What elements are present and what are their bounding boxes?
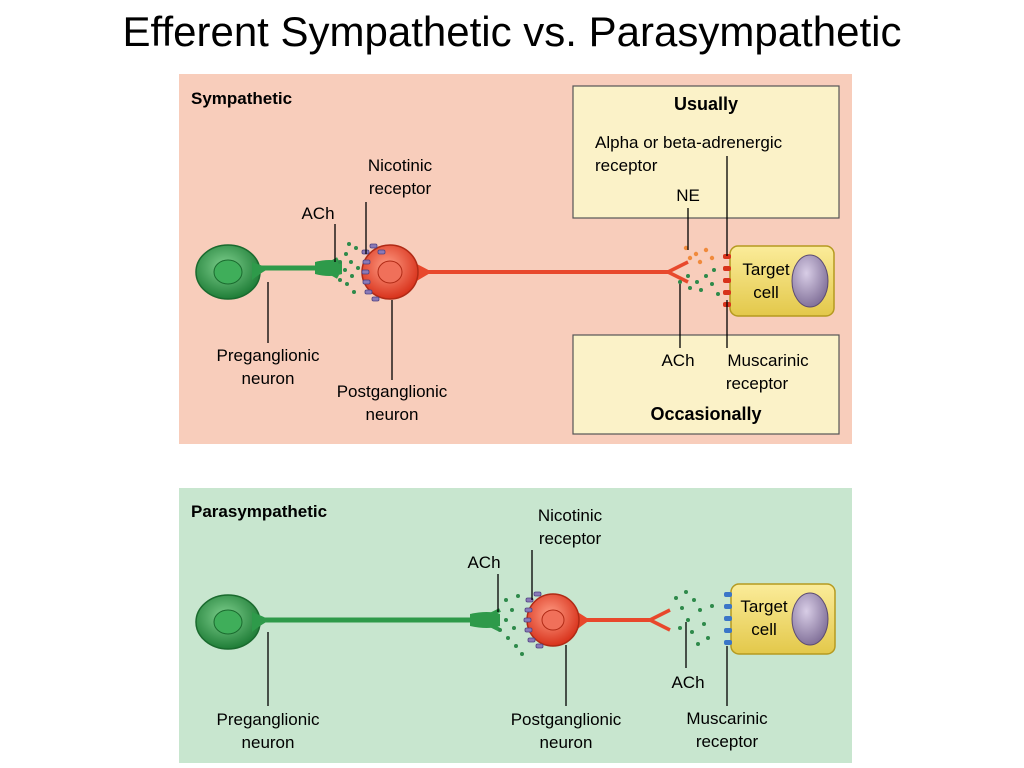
sympathetic-nicotinic-receptors	[361, 243, 386, 302]
parasympathetic-muscarinic-label-line1: Muscarinic	[686, 709, 768, 728]
sympathetic-preganglionic-neuron	[195, 244, 342, 300]
sympathetic-target-cell: Target cell	[729, 245, 835, 317]
adrenergic-receptor-label-line2: receptor	[595, 156, 658, 175]
parasympathetic-target-ach-dots	[674, 590, 714, 646]
sympathetic-panel: Sympathetic Usually Alpha or beta-adrene…	[179, 74, 852, 444]
sympathetic-ach-label: ACh	[301, 204, 334, 223]
parasympathetic-postganglionic-label-line1: Postganglionic	[511, 710, 622, 729]
parasympathetic-nicotinic-label-line1: Nicotinic	[538, 506, 603, 525]
parasympathetic-ach-label: ACh	[467, 553, 500, 572]
sympathetic-preganglionic-label-line2: neuron	[242, 369, 295, 388]
parasympathetic-muscarinic-receptors	[724, 592, 732, 645]
sympathetic-ne-dots	[683, 245, 715, 265]
parasympathetic-preganglionic-neuron	[195, 594, 501, 650]
occasionally-box: ACh Muscarinic receptor Occasionally	[572, 334, 840, 435]
sympathetic-preganglionic-label-line1: Preganglionic	[216, 346, 320, 365]
sympathetic-postganglionic-label-line2: neuron	[366, 405, 419, 424]
adrenergic-receptor-label-line1: Alpha or beta-adrenergic	[595, 133, 783, 152]
sympathetic-pointer-lines	[267, 156, 728, 380]
parasympathetic-postganglionic-neuron	[526, 593, 671, 647]
parasympathetic-target-label-line2: cell	[751, 620, 777, 639]
parasympathetic-panel: Parasympathetic	[179, 488, 852, 763]
parasympathetic-pointer-lines	[267, 550, 728, 706]
slide-title: Efferent Sympathetic vs. Parasympathetic	[122, 8, 902, 55]
parasympathetic-nicotinic-label-line2: receptor	[539, 529, 602, 548]
sympathetic-ganglion-ach-dots	[338, 242, 360, 294]
parasympathetic-postganglionic-label-line2: neuron	[540, 733, 593, 752]
parasympathetic-heading: Parasympathetic	[191, 502, 327, 521]
usually-heading: Usually	[674, 94, 738, 114]
sympathetic-nicotinic-label-line2: receptor	[369, 179, 432, 198]
sympathetic-nicotinic-label-line1: Nicotinic	[368, 156, 433, 175]
parasympathetic-muscarinic-label-line2: receptor	[696, 732, 759, 751]
occasionally-heading: Occasionally	[650, 404, 761, 424]
occasionally-ach-label: ACh	[661, 351, 694, 370]
sympathetic-postganglionic-label-line1: Postganglionic	[337, 382, 448, 401]
sympathetic-target-ach-dots	[678, 268, 720, 296]
sympathetic-target-label-line1: Target	[742, 260, 790, 279]
parasympathetic-target-label-line1: Target	[740, 597, 788, 616]
sympathetic-heading: Sympathetic	[191, 89, 292, 108]
parasympathetic-ganglion-ach-dots	[498, 594, 524, 656]
parasympathetic-target-cell: Target cell	[730, 583, 836, 655]
muscarinic-receptor-label-line2: receptor	[726, 374, 789, 393]
sympathetic-target-label-line2: cell	[753, 283, 779, 302]
muscarinic-receptor-label-line1: Muscarinic	[727, 351, 809, 370]
parasympathetic-preganglionic-label-line1: Preganglionic	[216, 710, 320, 729]
parasympathetic-nicotinic-receptors	[523, 591, 544, 649]
parasympathetic-preganglionic-label-line2: neuron	[242, 733, 295, 752]
parasympathetic-target-ach-label: ACh	[671, 673, 704, 692]
usually-box: Usually Alpha or beta-adrenergic recepto…	[572, 85, 840, 219]
ne-label: NE	[676, 186, 700, 205]
